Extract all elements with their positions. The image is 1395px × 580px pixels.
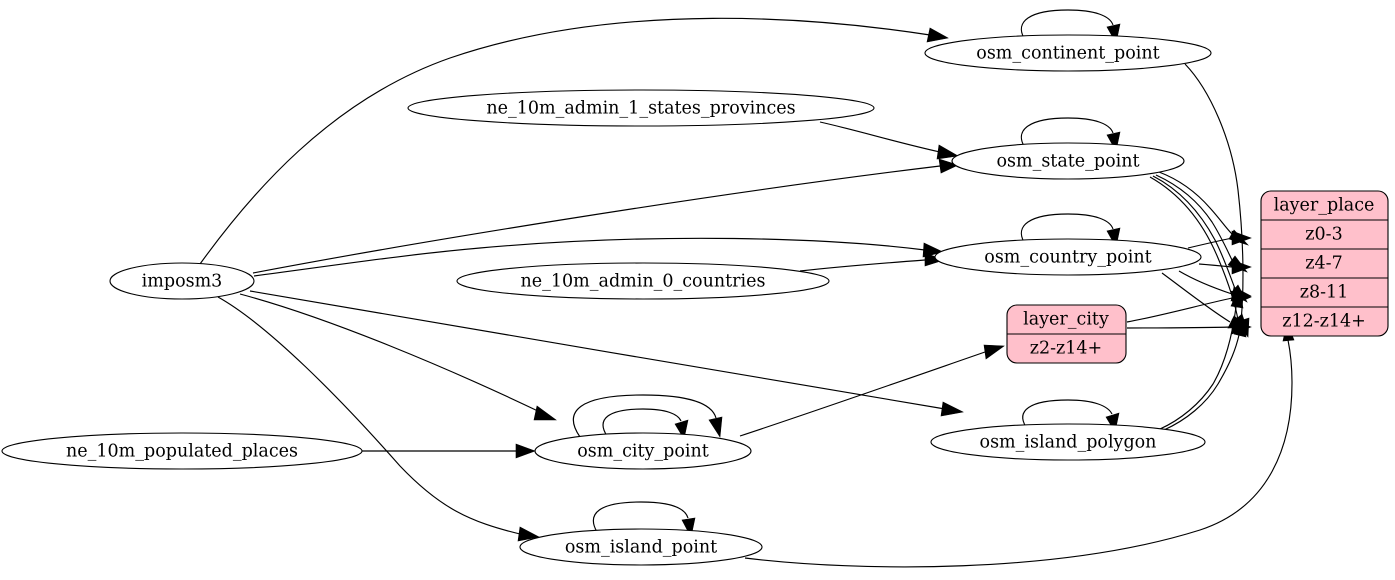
node-ne-10m-populated-places[interactable]: ne_10m_populated_places <box>1 432 363 470</box>
edge-imposm3-to-osm_island_point <box>217 296 540 542</box>
node-osm-continent-point[interactable]: osm_continent_point <box>924 34 1212 72</box>
node-label-imposm3: imposm3 <box>142 272 223 292</box>
edge-ne_populated-to-osm_city_point <box>362 443 536 459</box>
layer-place-row-z8-11[interactable]: z8-11 <box>1300 283 1349 303</box>
node-label-ne-states: ne_10m_admin_1_states_provinces <box>486 99 795 119</box>
layer-place-title: layer_place <box>1274 196 1375 216</box>
node-imposm3[interactable]: imposm3 <box>109 262 255 300</box>
node-label-osm-island-polygon: osm_island_polygon <box>980 433 1157 453</box>
edge-osm_city_point-to-layer_city <box>739 344 1005 437</box>
edge-osm_country_point-to-layer_place-z0 <box>1187 230 1252 249</box>
selfloop-osm_city_point-outer <box>572 394 723 438</box>
edge-imposm3-to-osm_country_point <box>253 237 944 277</box>
node-layer-city[interactable]: layer_city z2-z14+ <box>1006 304 1127 364</box>
edge-imposm3-to-osm_island_polygon <box>249 290 964 417</box>
node-osm-city-point[interactable]: osm_city_point <box>534 432 752 470</box>
node-ne-10m-admin-1-states-provinces[interactable]: ne_10m_admin_1_states_provinces <box>407 89 875 127</box>
node-label-ne-countries: ne_10m_admin_0_countries <box>521 272 766 292</box>
layer-place-row-z0-3[interactable]: z0-3 <box>1305 225 1342 245</box>
layer-place-row-z4-7[interactable]: z4-7 <box>1305 254 1342 274</box>
node-label-osm-country-point: osm_country_point <box>984 248 1151 268</box>
edge-imposm3-to-osm_city_point <box>239 293 557 421</box>
edge-layer <box>199 9 1295 568</box>
node-ne-10m-admin-0-countries[interactable]: ne_10m_admin_0_countries <box>456 262 830 300</box>
layer-city-row-z2-z14plus[interactable]: z2-z14+ <box>1030 339 1102 359</box>
edge-osm_country_point-to-layer_place-z4 <box>1198 259 1252 275</box>
node-osm-country-point[interactable]: osm_country_point <box>934 238 1202 276</box>
edge-osm_island_polygon-to-layer_place-z8 <box>1159 288 1244 430</box>
edge-imposm3-to-osm_state_point <box>252 158 959 274</box>
edge-ne_states-to-osm_state_point <box>819 121 959 160</box>
node-label-osm-city-point: osm_city_point <box>577 442 709 462</box>
layer-city-title: layer_city <box>1023 310 1109 330</box>
node-label-osm-island-point: osm_island_point <box>565 538 717 558</box>
node-layer: imposm3 ne_10m_admin_1_states_provinces … <box>1 34 1389 566</box>
edge-osm_island_polygon-to-layer_place-z12 <box>1163 317 1247 431</box>
node-osm-island-point[interactable]: osm_island_point <box>519 528 763 566</box>
node-osm-state-point[interactable]: osm_state_point <box>951 142 1185 180</box>
node-label-osm-continent-point: osm_continent_point <box>976 44 1159 64</box>
node-layer-place[interactable]: layer_place z0-3 z4-7 z8-11 z12-z14+ <box>1260 190 1389 337</box>
node-osm-island-polygon[interactable]: osm_island_polygon <box>930 423 1206 461</box>
edge-imposm3-to-osm_continent_point <box>199 17 949 265</box>
node-label-osm-state-point: osm_state_point <box>996 152 1139 172</box>
layer-place-row-z12-z14plus[interactable]: z12-z14+ <box>1282 312 1366 332</box>
edge-ne_countries-to-osm_country_point <box>799 252 945 272</box>
node-label-ne-populated: ne_10m_populated_places <box>66 442 298 462</box>
